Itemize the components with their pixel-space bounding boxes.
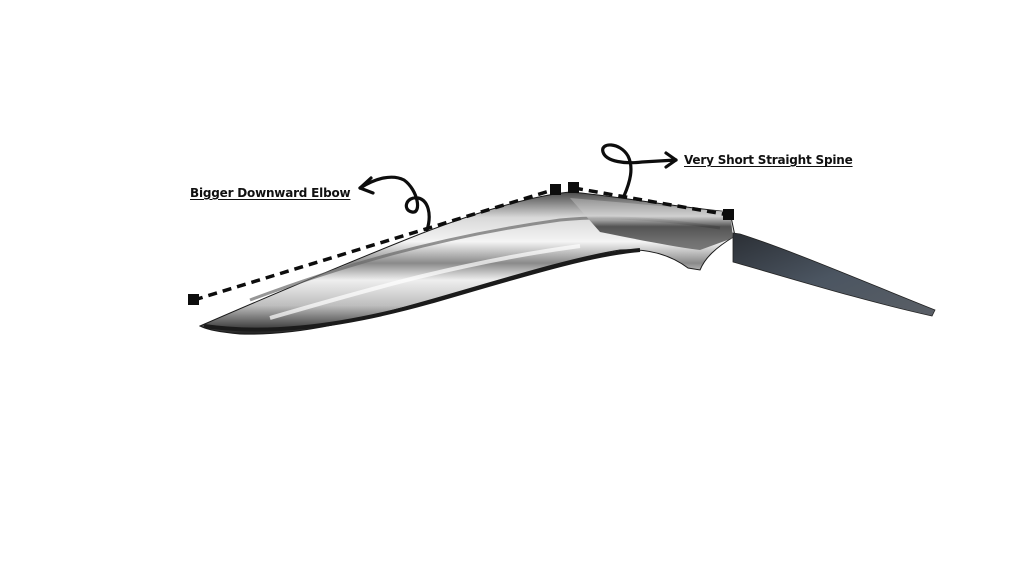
spine-arrow-icon	[601, 143, 678, 198]
spine-guide-line	[568, 182, 734, 220]
tang	[732, 232, 936, 317]
blade	[198, 191, 736, 335]
elbow-arrow-icon	[358, 175, 431, 232]
elbow-guide-line	[188, 184, 561, 305]
elbow-annotation-label: Bigger Downward Elbow	[190, 186, 351, 200]
spine-annotation-label: Very Short Straight Spine	[684, 153, 853, 167]
